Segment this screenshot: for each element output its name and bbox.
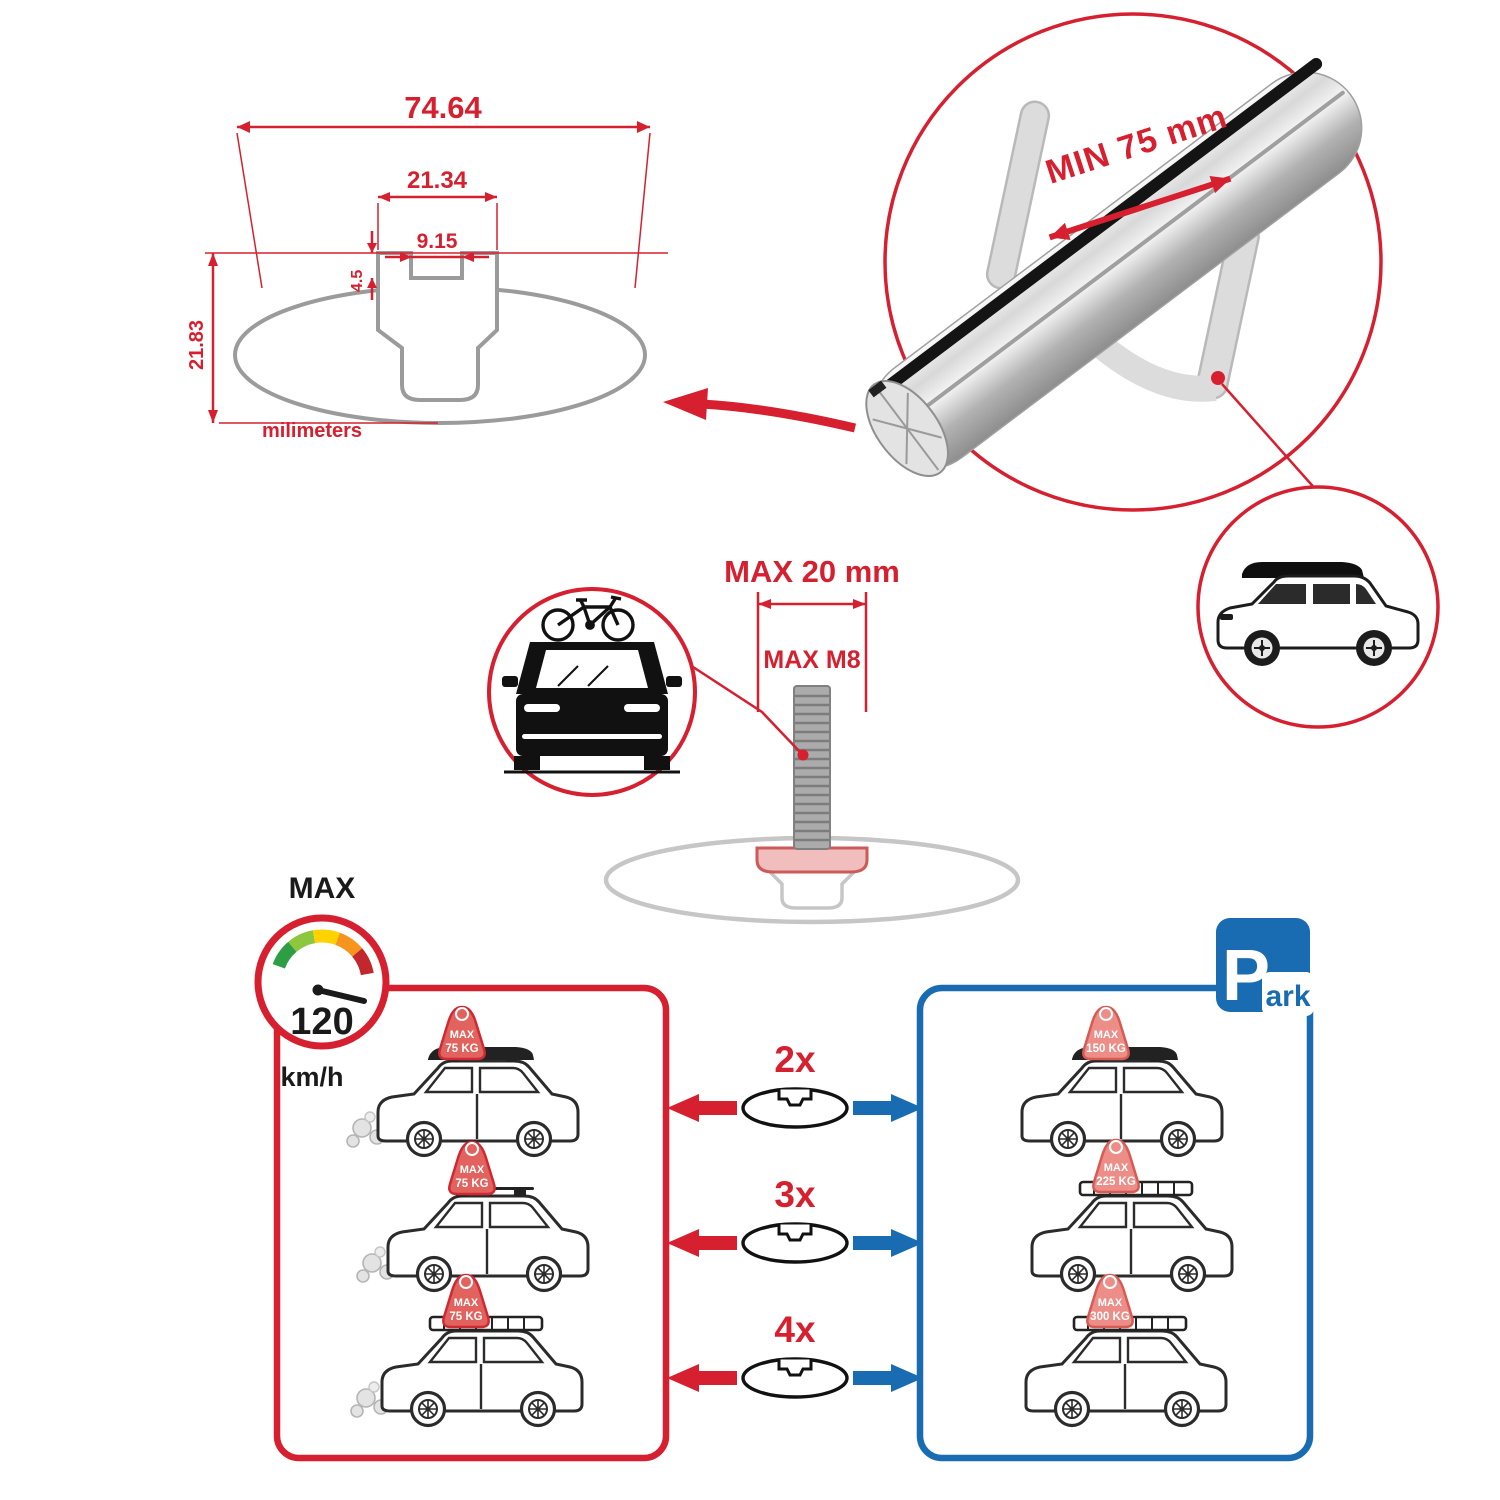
badge-max-label: MAX xyxy=(1104,1162,1129,1174)
dim-slot-outer: 21.34 xyxy=(407,167,468,194)
dimension-drawing: 74.64 21.34 9.15 4.5 21.83 milimeters xyxy=(186,90,857,442)
suv-with-roofbox xyxy=(1216,562,1420,666)
bolt-threads xyxy=(795,694,829,842)
load-badge: MAX 150 KG xyxy=(1082,1005,1130,1061)
car-row: MAX 150 KG xyxy=(1022,1005,1222,1156)
speed-value: 120 xyxy=(290,1001,353,1043)
car-row: MAX 75 KG xyxy=(356,1140,588,1291)
dim-slot-inner: 9.15 xyxy=(417,230,458,253)
bike-car-circle xyxy=(487,587,697,797)
speed-max-label: MAX xyxy=(289,872,356,905)
converter-row-4x: 4x xyxy=(667,1309,923,1399)
units-label: milimeters xyxy=(262,420,362,442)
converter-row-2x: 2x xyxy=(667,1039,923,1129)
pointer-arrow xyxy=(701,399,857,433)
dim-total-width: 74.64 xyxy=(404,90,482,125)
crossbar-cross-section-icon xyxy=(741,1357,849,1399)
bolt-detail: MAX 20 mm MAX M8 xyxy=(603,554,1021,925)
load-badge: MAX 225 KG xyxy=(1092,1138,1140,1194)
ghost-strap-left xyxy=(985,100,1051,290)
load-badge: MAX 300 KG xyxy=(1086,1273,1134,1329)
badge-load-label: 300 KG xyxy=(1090,1311,1130,1323)
badge-max-label: MAX xyxy=(1094,1029,1119,1041)
bicycle-icon xyxy=(541,595,635,642)
count-label: 4x xyxy=(774,1309,816,1350)
dim-lip-depth: 4.5 xyxy=(349,270,366,292)
parked-cars: MAX 150 KG MAX 225 KG MAX 300 KG xyxy=(1022,1005,1232,1426)
badge-max-label: MAX xyxy=(450,1029,475,1041)
count-label: 2x xyxy=(774,1039,816,1080)
driving-cars: MAX 75 KG MAX 75 KG MAX 75 KG xyxy=(346,1005,588,1426)
bolt-max-width-label: MAX 20 mm xyxy=(724,554,900,589)
crossbar-cross-section-icon xyxy=(741,1087,849,1129)
left-arrow-icon xyxy=(667,1094,737,1122)
leader-line xyxy=(689,663,801,753)
clamp-point-dot xyxy=(1211,371,1225,385)
badge-max-label: MAX xyxy=(454,1297,479,1309)
t-bolt-head xyxy=(755,846,869,874)
load-badge: MAX 75 KG xyxy=(442,1273,490,1329)
parking-sign-p: P xyxy=(1222,936,1270,1016)
car-row: MAX 75 KG xyxy=(350,1273,582,1426)
badge-max-label: MAX xyxy=(460,1164,485,1176)
left-arrow-icon xyxy=(667,1229,737,1257)
rubber-strip xyxy=(875,57,1323,398)
right-arrow-icon xyxy=(853,1229,923,1257)
badge-load-label: 75 KG xyxy=(449,1311,482,1323)
min-span-arrow xyxy=(1048,175,1232,241)
right-arrow-icon xyxy=(853,1094,923,1122)
aluminum-bar xyxy=(865,57,1363,478)
car-row: MAX 75 KG xyxy=(346,1005,578,1156)
connector-line xyxy=(1221,383,1319,493)
load-badge: MAX 75 KG xyxy=(448,1140,496,1196)
car-front-icon xyxy=(502,642,682,774)
load-badge: MAX 75 KG xyxy=(438,1005,486,1061)
dim-total-height: 21.83 xyxy=(186,320,208,370)
badge-load-label: 75 KG xyxy=(455,1178,488,1190)
right-arrow-icon xyxy=(853,1364,923,1392)
crossbar-cross-section-icon xyxy=(741,1222,849,1264)
car-row: MAX 300 KG xyxy=(1026,1273,1226,1426)
bolt-point-dot xyxy=(797,749,809,761)
parking-sign-notch xyxy=(1262,972,1314,1016)
count-label: 3x xyxy=(774,1174,816,1215)
roofbox-icon xyxy=(1242,562,1364,578)
bar-detail-circle: MIN 75 mm xyxy=(865,12,1383,512)
ghost-slot-channel xyxy=(768,870,856,910)
bolt-thread-label: MAX M8 xyxy=(763,646,860,674)
badge-load-label: 150 KG xyxy=(1086,1043,1126,1055)
converter-row-3x: 3x xyxy=(667,1174,923,1264)
speed-units: km/h xyxy=(280,1062,343,1092)
speed-limit-gauge: MAX 120 km/h xyxy=(254,872,390,1092)
badge-load-label: 225 KG xyxy=(1096,1176,1136,1188)
badge-max-label: MAX xyxy=(1098,1297,1123,1309)
vehicle-roofbox-circle xyxy=(1196,485,1440,729)
left-arrow-icon xyxy=(667,1364,737,1392)
car-row: MAX 225 KG xyxy=(1032,1138,1232,1291)
parking-sign: P ark xyxy=(1216,918,1314,1016)
converter-column: 2x 3x 4x xyxy=(667,1039,923,1399)
gauge-needle xyxy=(315,987,367,1004)
parking-sign-ark: ark xyxy=(1265,980,1310,1013)
badge-load-label: 75 KG xyxy=(445,1043,478,1055)
